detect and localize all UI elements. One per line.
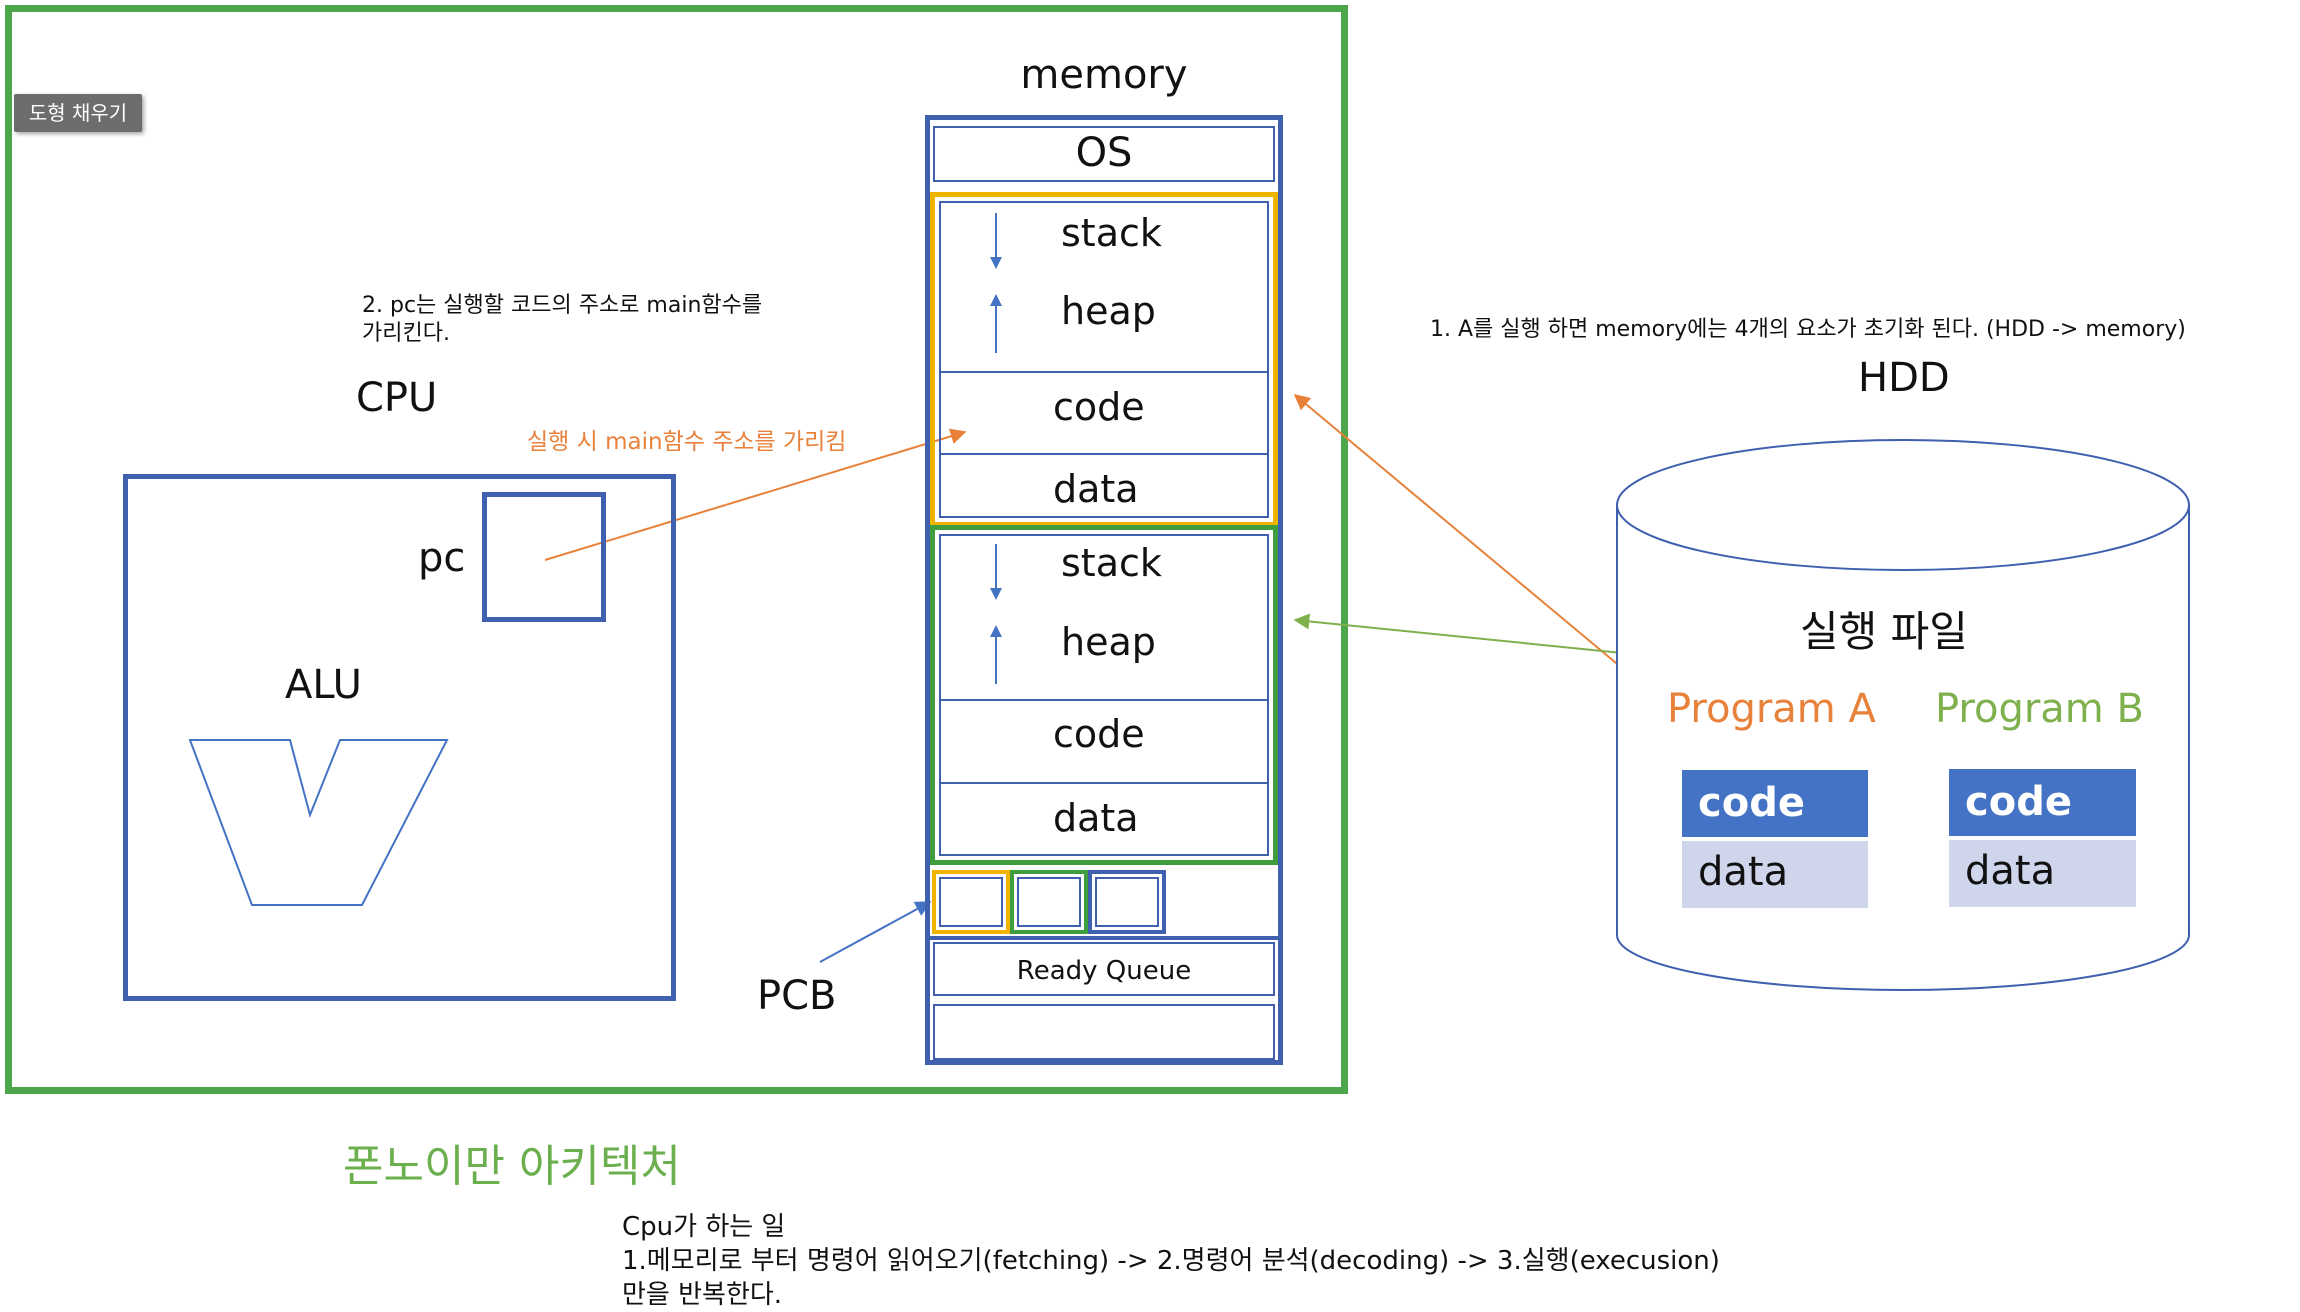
program-a-name: Program A xyxy=(1667,686,1876,732)
os-label: OS xyxy=(1075,130,1133,176)
program-a-code-label: code xyxy=(1698,780,1805,826)
arrow-note: 실행 시 main함수 주소를 가리킴 xyxy=(527,429,847,455)
hdd-title: HDD xyxy=(1858,355,1950,401)
von-neumann-frame xyxy=(5,5,1348,1094)
ready-queue-label: Ready Queue xyxy=(1016,956,1192,986)
process-a-data-label: data xyxy=(1053,467,1139,511)
process-b-code-label: code xyxy=(1053,712,1145,756)
arrow-down-icon xyxy=(990,544,1002,684)
program-b-name: Program B xyxy=(1935,686,2144,732)
cpu-work-line1: Cpu가 하는 일 xyxy=(622,1212,786,1242)
cpu-work-line2: 1.메모리로 부터 명령어 읽어오기(fetching) -> 2.명령어 분석… xyxy=(622,1246,1720,1276)
process-a-segment: stack heap code data xyxy=(930,192,1278,527)
arrow-down-icon xyxy=(990,213,1002,353)
cpu-work-line3: 만을 반복한다. xyxy=(622,1280,783,1310)
process-b-heap-label: heap xyxy=(1061,620,1156,664)
process-b-data-label: data xyxy=(1053,796,1139,840)
hdd-cylinder-icon xyxy=(1616,505,2190,991)
cpu-block xyxy=(123,474,676,1001)
alu-shape xyxy=(188,739,449,906)
process-b-stack-label: stack xyxy=(1061,541,1162,585)
pc-register xyxy=(482,492,606,622)
process-a-heap-label: heap xyxy=(1061,289,1156,333)
pc-label: pc xyxy=(418,535,466,581)
program-a-to-memory-arrow xyxy=(1293,393,1629,674)
pc-note: 2. pc는 실행할 코드의 주소로 main함수를 가리킨다. xyxy=(362,292,762,348)
pc-note-line1: 2. pc는 실행할 코드의 주소로 main함수를 xyxy=(362,293,763,318)
program-a-code-block: code xyxy=(1682,770,1868,837)
pc-to-code-arrow xyxy=(544,428,967,561)
program-a-data-label: data xyxy=(1698,849,1789,895)
pcb-a-box xyxy=(932,870,1010,934)
os-segment: OS xyxy=(933,126,1275,182)
program-b-code-label: code xyxy=(1965,779,2072,825)
process-a-inner: stack heap code data xyxy=(939,201,1269,518)
program-a-data-block: data xyxy=(1682,841,1868,908)
memory-block: OS stack heap code data stack heap xyxy=(925,115,1283,1065)
pcb-label: PCB xyxy=(757,973,837,1019)
process-a-code-label: code xyxy=(1053,385,1145,429)
pcb-b-box xyxy=(1010,870,1088,934)
ready-queue: Ready Queue xyxy=(933,942,1275,996)
hdd-note: 1. A를 실행 하면 memory에는 4개의 요소가 초기화 된다. (HD… xyxy=(1430,317,2186,342)
program-b-code-block: code xyxy=(1949,769,2136,836)
program-b-data-block: data xyxy=(1949,840,2136,907)
pcb-empty-box xyxy=(1088,870,1166,934)
pc-note-line2: 가리킨다. xyxy=(362,321,450,346)
cpu-work-description: Cpu가 하는 일 1.메모리로 부터 명령어 읽어오기(fetching) -… xyxy=(622,1210,1720,1312)
process-a-stack-label: stack xyxy=(1061,211,1162,255)
process-b-inner: stack heap code data xyxy=(939,534,1269,856)
pcb-pointer-arrow xyxy=(819,901,932,963)
alu-label: ALU xyxy=(285,662,362,708)
cpu-title: CPU xyxy=(356,375,438,421)
architecture-title: 폰노이만 아키텍처 xyxy=(343,1141,681,1192)
fill-shape-button[interactable]: 도형 채우기 xyxy=(14,94,142,132)
process-b-segment: stack heap code data xyxy=(930,525,1278,865)
exec-file-label: 실행 파일 xyxy=(1800,607,1968,656)
program-b-data-label: data xyxy=(1965,848,2056,894)
memory-title: memory xyxy=(1020,52,1188,98)
empty-segment xyxy=(933,1004,1275,1060)
